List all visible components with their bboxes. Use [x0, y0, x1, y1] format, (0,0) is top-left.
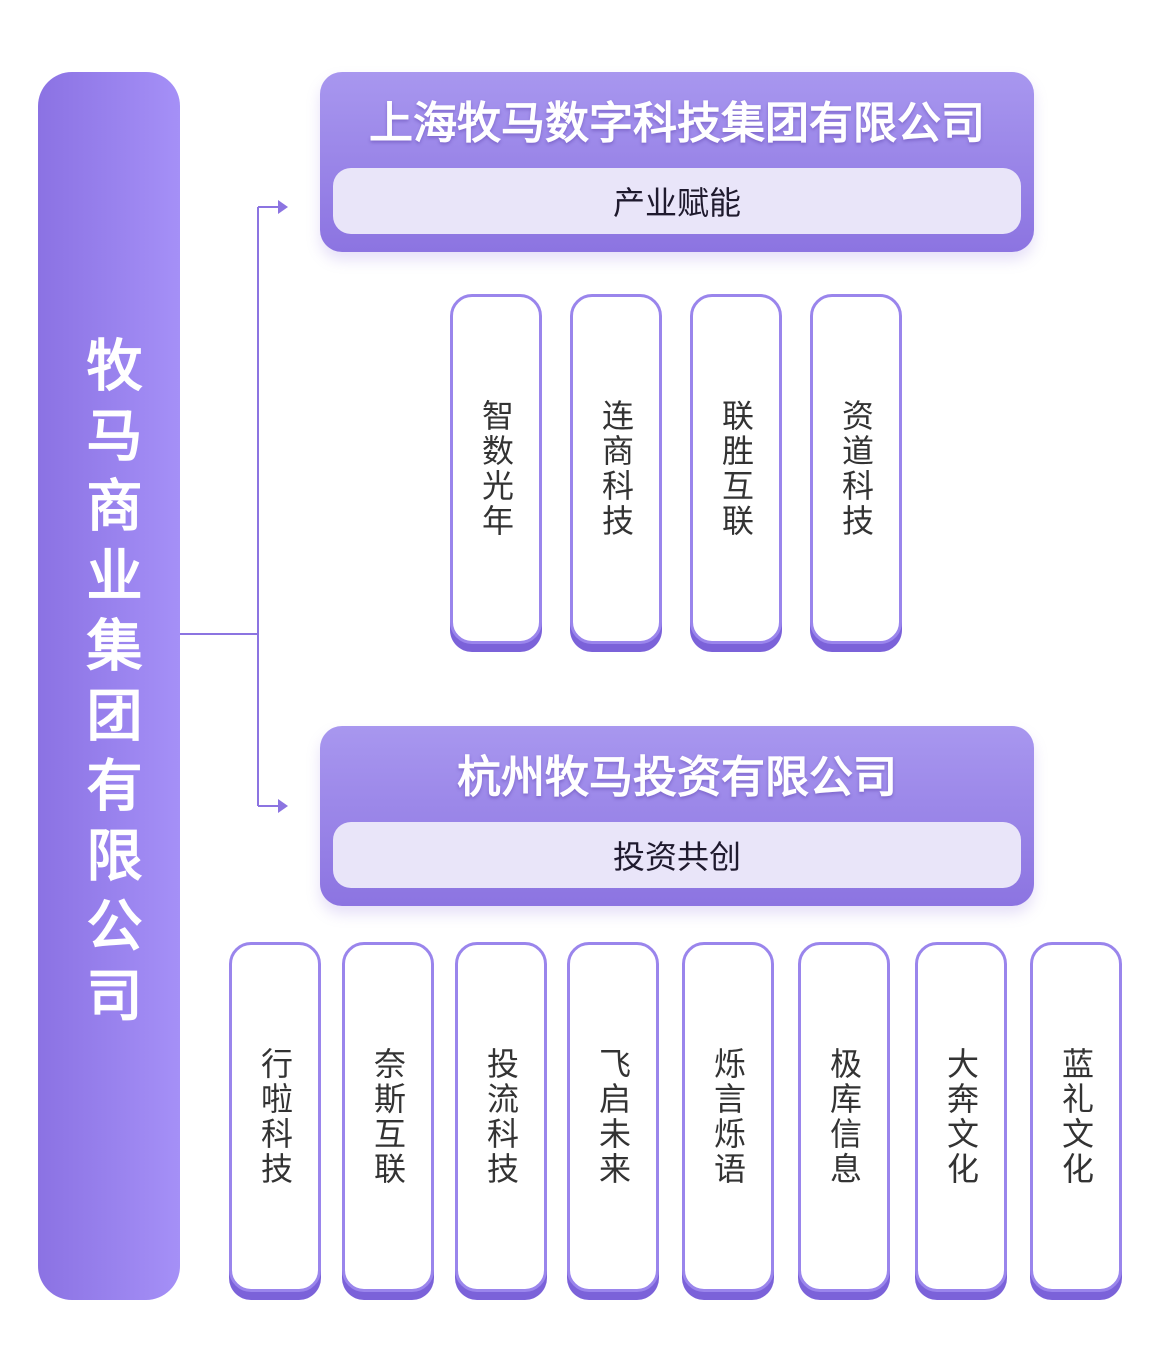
subsidiary-card: 行啦科技	[229, 942, 321, 1292]
subsidiary-card: 烁言烁语	[682, 942, 774, 1292]
root-company-block: 牧马商业集团有限公司	[38, 72, 180, 1300]
arrow-head-1	[278, 200, 288, 214]
subsidiary-card: 连商科技	[570, 294, 662, 644]
arrow-head-2	[278, 799, 288, 813]
company-name-shanghai: 上海牧马数字科技集团有限公司	[369, 98, 985, 149]
subsidiary-label: 大奔文化	[942, 1047, 980, 1187]
subsidiary-label: 智数光年	[477, 399, 515, 539]
subsidiary-label: 投流科技	[482, 1047, 520, 1187]
subsidiary-label: 极库信息	[825, 1047, 863, 1187]
company-block-shanghai: 上海牧马数字科技集团有限公司 产业赋能	[320, 72, 1034, 252]
subsidiary-label: 连商科技	[597, 399, 635, 539]
subsidiary-label: 行啦科技	[256, 1047, 294, 1187]
subsidiary-card: 资道科技	[810, 294, 902, 644]
company-block-hangzhou: 杭州牧马投资有限公司 投资共创	[320, 726, 1034, 906]
subsidiary-card: 奈斯互联	[342, 942, 434, 1292]
subsidiary-card: 极库信息	[798, 942, 890, 1292]
subsidiary-label: 奈斯互联	[369, 1047, 407, 1187]
subsidiary-card: 联胜互联	[690, 294, 782, 644]
company-role-shanghai: 产业赋能	[333, 168, 1021, 234]
subsidiary-label: 蓝礼文化	[1057, 1047, 1095, 1187]
company-role-hangzhou: 投资共创	[333, 822, 1021, 888]
root-company-title: 牧马商业集团有限公司	[77, 336, 142, 1036]
subsidiary-label: 烁言烁语	[709, 1047, 747, 1187]
subsidiary-card: 蓝礼文化	[1030, 942, 1122, 1292]
subsidiary-card: 投流科技	[455, 942, 547, 1292]
company-name-hangzhou: 杭州牧马投资有限公司	[457, 752, 897, 803]
subsidiary-label: 飞启未来	[594, 1047, 632, 1187]
subsidiary-label: 联胜互联	[717, 399, 755, 539]
subsidiary-card: 大奔文化	[915, 942, 1007, 1292]
subsidiary-card: 飞启未来	[567, 942, 659, 1292]
subsidiary-label: 资道科技	[837, 399, 875, 539]
subsidiary-card: 智数光年	[450, 294, 542, 644]
